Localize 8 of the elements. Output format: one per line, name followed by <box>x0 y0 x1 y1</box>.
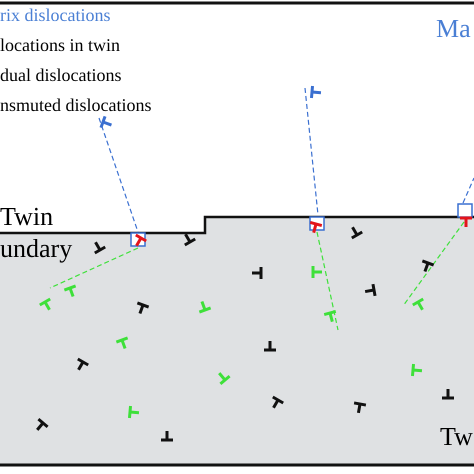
diagram-label: locations in twin <box>0 36 120 54</box>
diagram-label: Twin <box>0 204 54 230</box>
diagram-label: undary <box>0 236 72 262</box>
diagram-label: Tw <box>440 424 473 450</box>
diagram-label: nsmuted dislocations <box>0 96 152 114</box>
diagram-label: Ma <box>436 16 471 42</box>
diagram-label: rix dislocations <box>0 6 110 24</box>
diagram-label: dual dislocations <box>0 66 122 84</box>
